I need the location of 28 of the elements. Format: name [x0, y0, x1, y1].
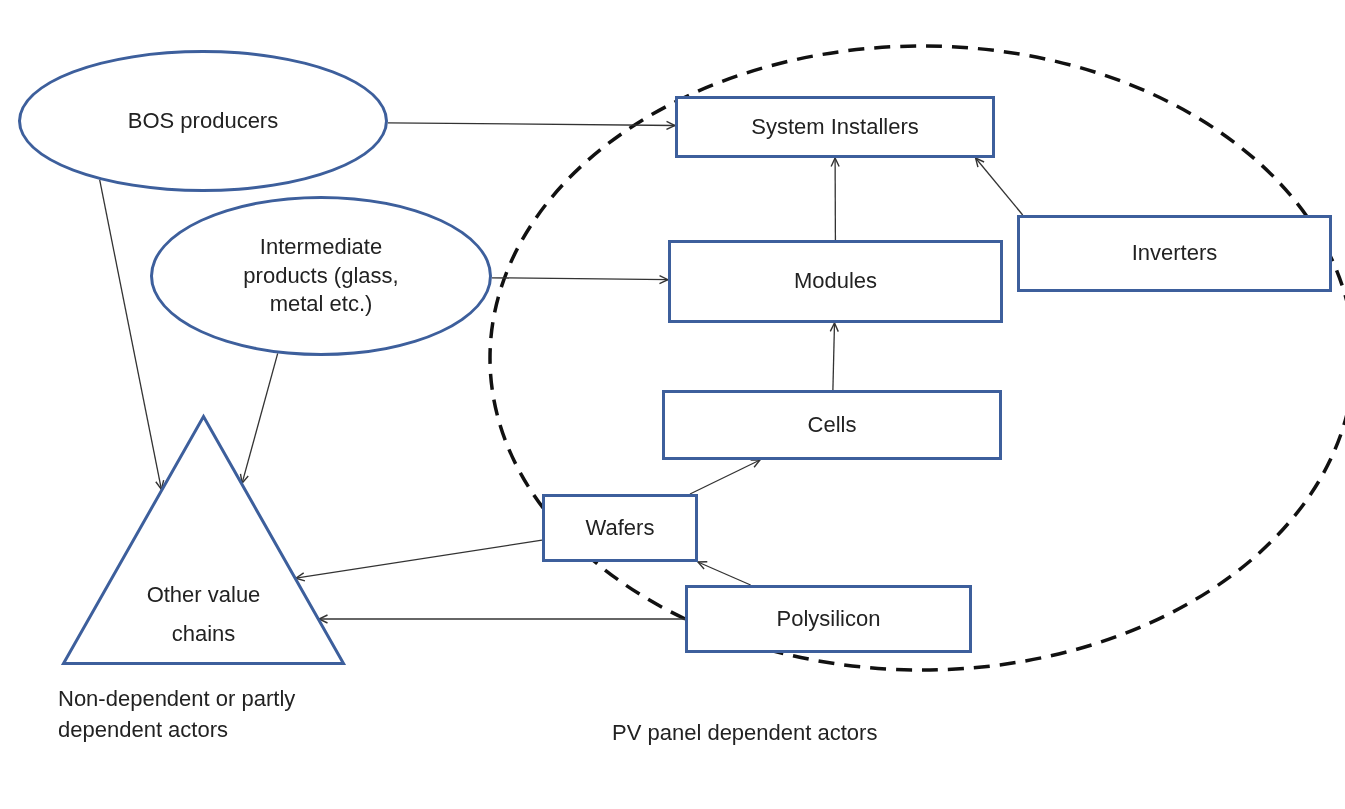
actor-triangle [62, 415, 345, 665]
node-label: Other value chains [145, 581, 262, 648]
node-label: Inverters [1131, 239, 1218, 268]
node-label: Wafers [585, 513, 655, 542]
node-label: System Installers [751, 112, 919, 141]
arrow [295, 539, 543, 582]
node-label: Polysilicon [776, 604, 881, 633]
node-label: BOS producers [127, 106, 279, 135]
process-box [668, 240, 1003, 323]
node-label: Cells [807, 410, 857, 439]
arrow [318, 614, 686, 624]
arrow [689, 459, 761, 495]
group-caption: Non-dependent or partly dependent actors [58, 685, 297, 744]
arrow [830, 157, 840, 241]
arrow [697, 561, 752, 586]
arrow [829, 322, 839, 391]
arrow [491, 274, 669, 285]
arrow [387, 120, 676, 131]
process-box [675, 96, 995, 158]
group-caption: PV panel dependent actors [612, 719, 879, 747]
node-label: Intermediate products (glass, metal etc.) [242, 233, 400, 319]
process-box [1017, 215, 1332, 292]
process-box [685, 585, 972, 653]
arrow [974, 157, 1024, 216]
node-label: Modules [793, 267, 878, 296]
arrow [99, 179, 165, 490]
process-box [662, 390, 1002, 460]
process-box [542, 494, 698, 562]
